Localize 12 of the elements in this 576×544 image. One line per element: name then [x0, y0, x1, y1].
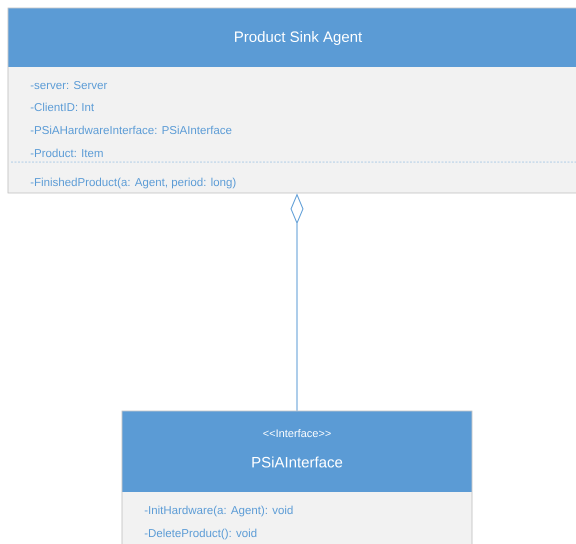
member-text: -FinishedProduct(a: Agent, period: long) [30, 178, 236, 188]
member-text: -ClientID: Int [30, 102, 94, 112]
member-text: -DeleteProduct(): void [144, 528, 256, 540]
member-text: -InitHardware(a: Agent): void [144, 506, 293, 516]
class-name: Product Sink Agent [235, 31, 362, 45]
class-name: PSiAInterface [252, 456, 342, 468]
class-box [8, 8, 576, 194]
member-text: -server: Server [30, 80, 108, 90]
stereotype: <<Interface>> [263, 429, 331, 438]
member-text: -PSiAHardwareInterface: PSiAInterface [30, 126, 232, 134]
member-text: -Product: Item [30, 148, 103, 158]
class-box [122, 410, 472, 544]
